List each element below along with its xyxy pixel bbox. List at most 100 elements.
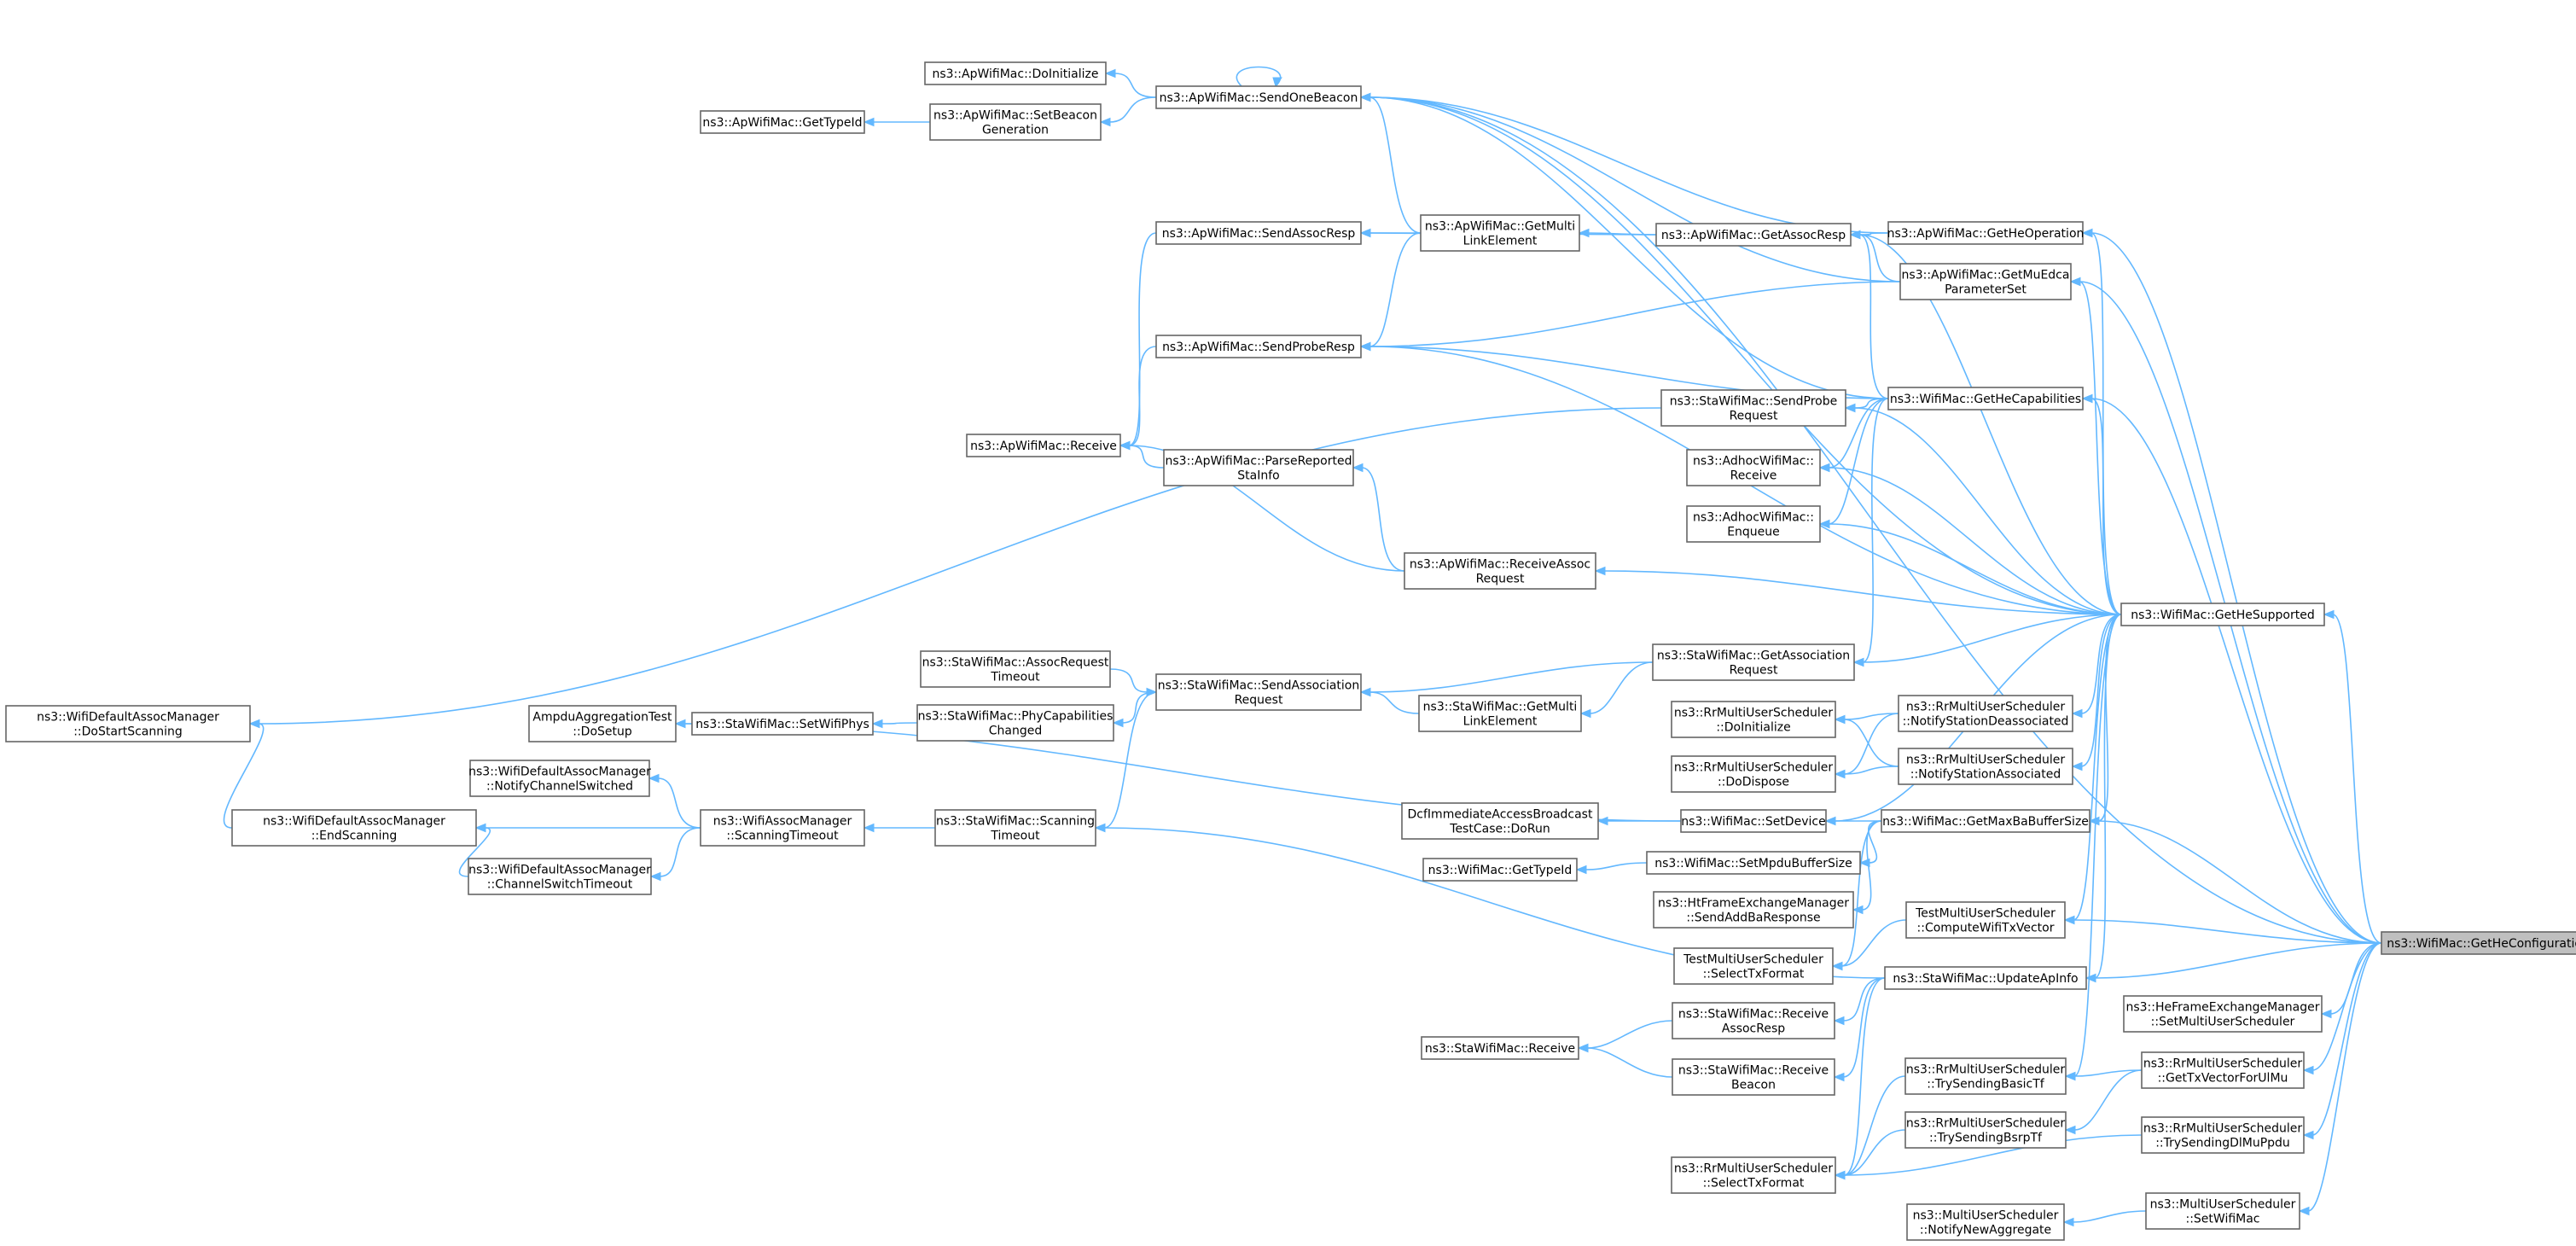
graph-node-set-mpdu-buffer[interactable]: ns3::WifiMac::SetMpduBufferSize [1646,851,1861,875]
graph-edge-set-device-to-get-max-ba-buffer [1824,816,1881,826]
node-label: ns3::ApWifiMac::GetMuEdca [1902,269,2070,282]
graph-node-ampdu-do-setup[interactable]: AmpduAggregationTest::DoSetup [528,705,677,742]
graph-node-set-wifi-phys[interactable]: ns3::StaWifiMac::SetWifiPhys [691,712,874,736]
node-box [924,61,1107,85]
node-box [468,858,652,895]
edge-line [1828,398,1889,469]
edge-line [2073,614,2122,921]
graph-edge-get-max-ba-buffer-to-get-he-configuration [2088,816,2382,944]
graph-node-get-he-operation[interactable]: ns3::ApWifiMac::GetHeOperation [1887,221,2085,245]
edge-line [1603,570,2122,615]
node-label: ns3::ApWifiMac::DoInitialize [933,67,1099,81]
graph-node-sta-receive[interactable]: ns3::StaWifiMac::Receive [1421,1036,1579,1060]
graph-node-set-device[interactable]: ns3::WifiMac::SetDevice [1680,809,1827,833]
graph-edge-send-probe-resp-to-ap-get-multi-link [1359,232,1422,352]
graph-edge-get-mu-edca-to-get-he-supported [2069,277,2122,615]
edge-arrowhead [1575,865,1587,875]
node-label: ns3::WifiDefaultAssocManager [263,815,445,829]
graph-node-get-he-supported[interactable]: ns3::WifiMac::GetHeSupported [2120,603,2325,626]
graph-node-ap-get-type-id[interactable]: ns3::ApWifiMac::GetTypeId [700,110,865,134]
graph-node-wm-get-type-id[interactable]: ns3::WifiMac::GetTypeId [1422,858,1578,882]
edge-arrowhead [1112,718,1124,728]
edge-line [1858,232,1889,236]
graph-node-rr-select-tx-format[interactable]: ns3::RrMultiUserScheduler::SelectTxForma… [1671,1156,1836,1194]
edge-arrowhead [674,719,686,729]
graph-node-scanning-timeout-mgr[interactable]: ns3::WifiAssocManager::ScanningTimeout [700,809,865,847]
graph-node-send-probe-resp[interactable]: ns3::ApWifiMac::SendProbeResp [1155,335,1362,358]
node-box [1898,695,2073,732]
edge-arrowhead [1094,823,1106,833]
graph-edge-send-one-beacon-to-ap-get-multi-link [1359,92,1422,234]
edge-line [1840,919,1907,967]
graph-node-try-sending-basic-tf[interactable]: ns3::RrMultiUserScheduler::TrySendingBas… [1904,1057,2067,1095]
node-box [1155,335,1362,358]
node-box [1401,802,1599,840]
edge-arrowhead [1359,92,1371,102]
graph-node-ap-receive[interactable]: ns3::ApWifiMac::Receive [966,434,1121,457]
node-label: ns3::WifiAssocManager [713,815,852,829]
edge-line [2080,614,2122,767]
graph-node-get-he-capabilities[interactable]: ns3::WifiMac::GetHeCapabilities [1887,387,2084,410]
graph-node-notify-associated[interactable]: ns3::RrMultiUserScheduler::NotifyStation… [1898,748,2073,785]
node-box [1672,1058,1835,1096]
graph-node-notify-new-aggregate[interactable]: ns3::MultiUserScheduler::NotifyNewAggreg… [1906,1203,2065,1241]
edge-arrowhead [2071,708,2083,719]
graph-node-dcf-do-run[interactable]: DcfImmediateAccessBroadcastTestCase::DoR… [1401,802,1599,840]
graph-node-update-ap-info[interactable]: ns3::StaWifiMac::UpdateApInfo [1884,966,2087,990]
graph-node-ap-do-initialize[interactable]: ns3::ApWifiMac::DoInitialize [924,61,1107,85]
node-label: Request [1235,694,1283,707]
edge-line [1843,1134,2143,1176]
graph-node-get-tx-vector-for-ul-mu[interactable]: ns3::RrMultiUserScheduler::GetTxVectorFo… [2141,1051,2305,1089]
graph-node-adhoc-receive[interactable]: ns3::AdhocWifiMac::Receive [1686,449,1821,486]
graph-node-notify-deassociated[interactable]: ns3::RrMultiUserScheduler::NotifyStation… [1898,695,2073,732]
edge-line [2332,614,2382,944]
node-label: DcfImmediateAccessBroadcast [1408,808,1593,822]
graph-edge-sta-receive-to-sta-receive-assoc-resp [1577,1020,1673,1053]
node-label: ::ComputeWifiTxVector [1917,922,2055,935]
graph-node-sta-scanning-timeout[interactable]: ns3::StaWifiMac::ScanningTimeout [934,809,1096,847]
node-box [1905,901,2066,939]
graph-node-rr-do-initialize[interactable]: ns3::RrMultiUserScheduler::DoInitialize [1671,701,1836,738]
graph-node-get-max-ba-buffer[interactable]: ns3::WifiMac::GetMaxBaBufferSize [1881,809,2090,833]
node-box [2120,603,2325,626]
graph-node-do-start-scanning[interactable]: ns3::WifiDefaultAssocManager::DoStartSca… [5,705,251,742]
edge-arrowhead [2081,393,2093,404]
graph-node-test-select-tx-format[interactable]: TestMultiUserScheduler::SelectTxFormat [1673,947,1834,985]
graph-node-get-he-configuration[interactable]: ns3::WifiMac::GetHeConfiguration [2381,931,2576,955]
graph-node-get-assoc-resp[interactable]: ns3::ApWifiMac::GetAssocResp [1655,223,1852,247]
graph-node-try-sending-bsrp-tf[interactable]: ns3::RrMultiUserScheduler::TrySendingBsr… [1904,1111,2067,1149]
graph-node-end-scanning[interactable]: ns3::WifiDefaultAssocManager::EndScannin… [231,809,477,847]
edge-line [1586,1020,1673,1049]
graph-node-rr-do-dispose[interactable]: ns3::RrMultiUserScheduler::DoDispose [1671,755,1836,793]
graph-node-compute-wifi-tx-vector[interactable]: TestMultiUserScheduler::ComputeWifiTxVec… [1905,901,2066,939]
edge-line [258,407,1662,725]
graph-node-try-sending-dl-mu-ppdu[interactable]: ns3::RrMultiUserScheduler::TrySendingDlM… [2141,1116,2305,1154]
graph-node-send-one-beacon[interactable]: ns3::ApWifiMac::SendOneBeacon [1155,85,1362,109]
node-label: ns3::RrMultiUserScheduler [1906,1117,2065,1131]
graph-node-adhoc-enqueue[interactable]: ns3::AdhocWifiMac::Enqueue [1686,505,1821,543]
graph-node-set-wifi-mac[interactable]: ns3::MultiUserScheduler::SetWifiMac [2145,1192,2300,1230]
graph-edge-send-association-req-to-sta-get-multi-link [1359,687,1420,714]
graph-node-channel-switch-timeout[interactable]: ns3::WifiDefaultAssocManager::ChannelSwi… [468,858,652,895]
graph-node-send-add-ba-response[interactable]: ns3::HtFrameExchangeManager::SendAddBaRe… [1653,891,1854,929]
graph-node-set-multi-user-scheduler[interactable]: ns3::HeFrameExchangeManager::SetMultiUse… [2123,995,2323,1033]
node-label: ns3::MultiUserScheduler [2150,1198,2296,1212]
graph-node-notify-channel-switched[interactable]: ns3::WifiDefaultAssocManager::NotifyChan… [468,760,651,797]
edge-arrowhead [2063,915,2075,925]
graph-node-send-assoc-resp[interactable]: ns3::ApWifiMac::SendAssocResp [1155,221,1362,245]
graph-edge-send-one-beacon-to-get-he-operation [1359,92,1889,234]
node-label: ::DoSetup [573,725,632,739]
